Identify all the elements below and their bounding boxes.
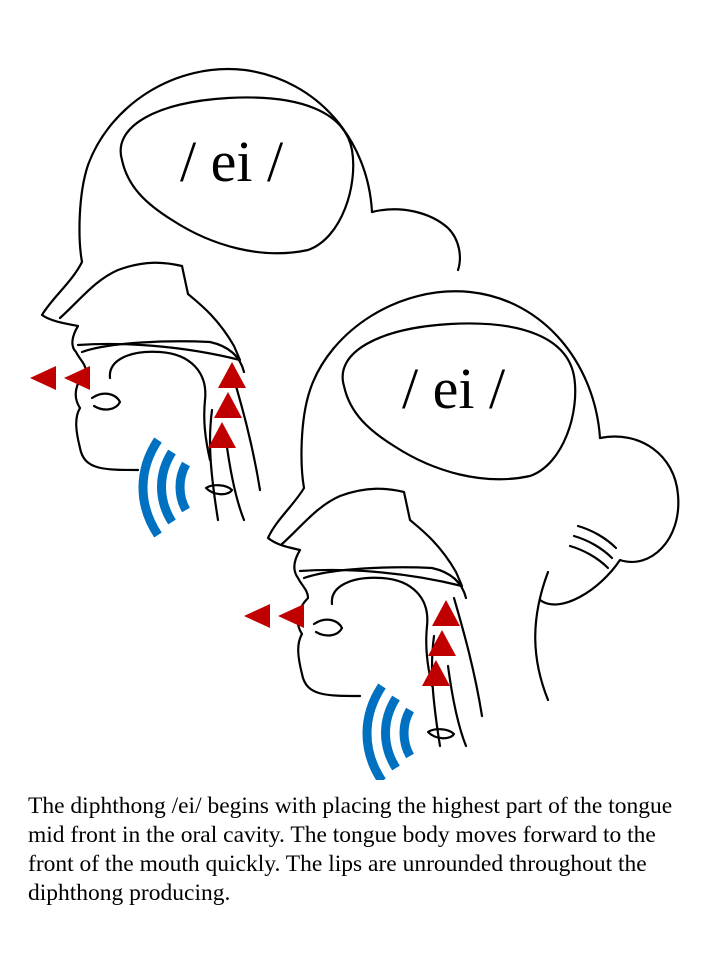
tongue-front [330,576,434,688]
larynx-back [208,408,220,522]
brain-front [341,322,577,481]
palate-front [302,566,468,600]
brain-back [119,96,355,255]
caption-text: The diphthong /ei/ begins with placing t… [28,793,673,906]
arrow-pharynx-3-back [208,422,236,448]
arrow-pharynx-2-front [428,630,456,656]
arrow-lips-2-front [278,604,304,628]
diagram: / ei / / ei / [30,67,680,784]
head-outline-front [266,290,680,748]
airflow-arrows-front [244,600,460,686]
skull-profile-front [266,290,602,698]
voicing-waves-front [362,683,415,784]
head-outline-back [40,67,461,522]
arrow-pharynx-1-front [432,600,460,626]
pharynx-front [452,596,484,718]
lips-back [90,392,122,411]
neck-back-front [534,570,550,702]
bun-lines [568,524,618,570]
larynx-ring-back [204,484,234,496]
arrow-pharynx-1-back [218,362,246,388]
arrow-lips-1-front [244,604,270,628]
arrow-lips-2-back [64,366,90,390]
hair-bun [538,435,680,606]
lips-front [312,618,344,637]
phoneme-label-front: / ei / [402,356,506,421]
arrow-pharynx-3-front [422,660,450,686]
airflow-arrows-back [30,362,246,448]
back-head-bump [370,208,461,272]
phoneme-label-back: / ei / [180,129,284,194]
nasal-cavity-back [58,261,242,362]
voicing-waves-back [138,437,191,538]
trachea-back [224,438,246,522]
tongue-back [108,350,212,462]
trachea-front [446,664,468,748]
arrow-lips-1-back [30,366,56,390]
larynx-ring-front [426,728,456,740]
pharynx-back [230,370,262,492]
arrow-pharynx-2-back [214,392,242,418]
nasal-cavity-front [280,487,464,588]
articulation-diagram-svg [30,67,680,784]
skull-profile-back [40,67,374,472]
palate-back [80,340,246,374]
